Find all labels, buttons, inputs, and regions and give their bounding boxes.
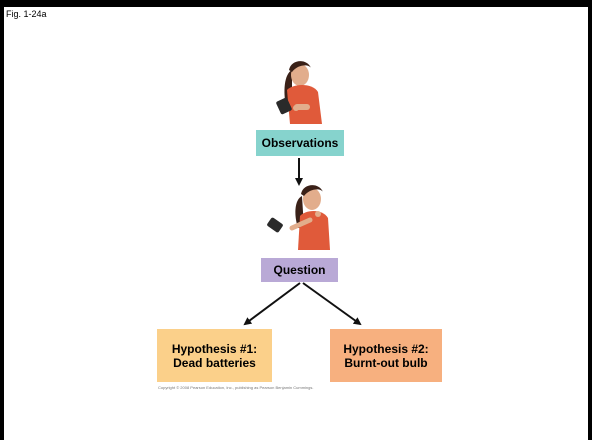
question-box: Question <box>261 258 338 282</box>
observations-label: Observations <box>261 136 339 150</box>
hypothesis-1-box: Hypothesis #1: Dead batteries <box>157 329 272 382</box>
hypothesis-2-title: Hypothesis #2: <box>343 341 429 356</box>
arrow-question-to-hypothesis-2 <box>302 282 362 326</box>
hypothesis-1-title: Hypothesis #1: <box>171 341 258 356</box>
arrow-question-to-hypothesis-1 <box>243 282 301 326</box>
observations-box: Observations <box>256 130 344 156</box>
copyright-notice: Copyright © 2008 Pearson Education, Inc.… <box>158 385 314 390</box>
woman-with-flashlight-illustration <box>276 61 322 124</box>
question-label: Question <box>273 263 326 277</box>
hypothesis-2-text: Burnt-out bulb <box>344 355 428 370</box>
hypothesis-1-text: Dead batteries <box>173 355 256 370</box>
figure-label: Fig. 1-24a <box>6 9 47 19</box>
woman-thinking-illustration <box>267 185 330 250</box>
hypothesis-2-box: Hypothesis #2: Burnt-out bulb <box>330 329 442 382</box>
